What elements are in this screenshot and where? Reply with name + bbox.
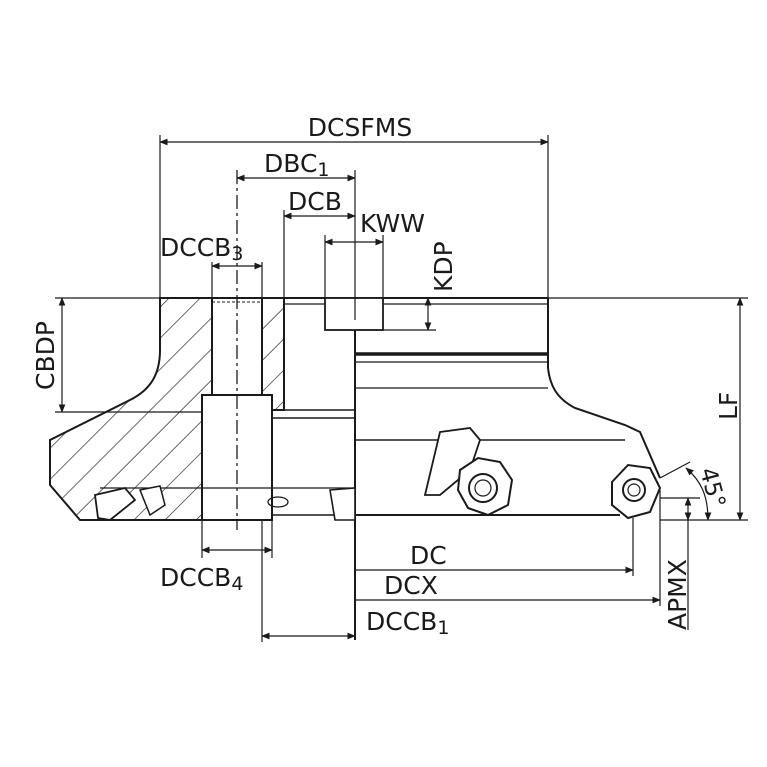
screw-head-middle — [474, 479, 492, 497]
coolant-hole — [267, 496, 289, 508]
label-lf: LF — [714, 392, 743, 420]
label-kww: KWW — [360, 209, 425, 238]
label-dccb1: DCCB1 — [366, 607, 449, 639]
insert-centre-left — [329, 487, 356, 521]
label-dbc1: DBC1 — [264, 149, 330, 181]
label-cbdp: CBDP — [31, 321, 60, 390]
cutter-body — [49, 170, 661, 640]
labels: DCSFMS DBC1 DCB KWW KDP DCCB3 CBDP LF 45… — [31, 113, 743, 639]
dimension-lines — [55, 135, 748, 642]
label-dcx: DCX — [384, 571, 438, 600]
label-angle: 45° — [694, 465, 730, 511]
right-body-taper — [547, 367, 661, 479]
label-dc: DC — [410, 541, 447, 570]
label-kdp: KDP — [429, 241, 458, 292]
label-apmx: APMX — [663, 559, 692, 630]
screw-head-right — [627, 483, 641, 497]
label-dcb: DCB — [288, 187, 342, 216]
insert-left-section — [94, 486, 137, 521]
insert-screw-right — [622, 478, 646, 502]
inserts — [94, 427, 662, 521]
section-hatch-mid — [261, 297, 285, 411]
angle-arc — [685, 467, 712, 521]
chip-pocket-left — [138, 485, 166, 517]
section-hatch-left — [49, 297, 213, 521]
insert-screw-middle — [468, 473, 498, 503]
label-dcsfms: DCSFMS — [308, 113, 412, 142]
label-dccb3: DCCB3 — [160, 233, 243, 265]
label-dccb4: DCCB4 — [160, 563, 243, 595]
keyway — [324, 297, 384, 331]
